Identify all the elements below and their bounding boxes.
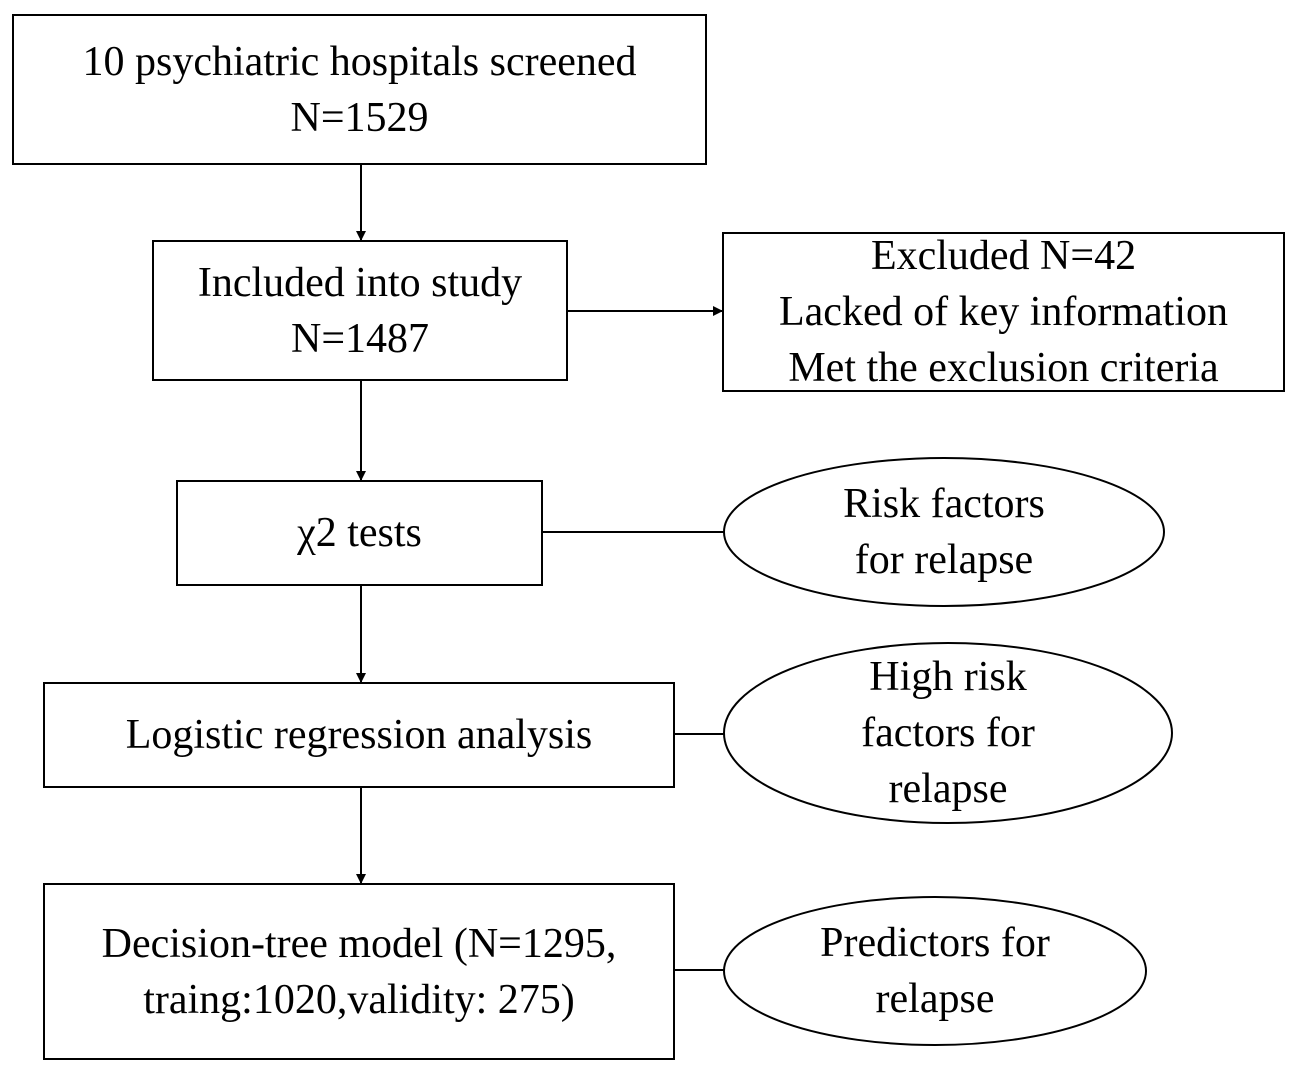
ellipse-predictors-text: Predictors for relapse bbox=[724, 897, 1146, 1045]
ellipse-high-risk-factors-text: High risk factors for relapse bbox=[724, 643, 1172, 823]
box-chi2-line1: χ2 tests bbox=[297, 510, 422, 556]
box-hospitals-screened: 10 psychiatric hospitals screened N=1529 bbox=[12, 14, 707, 165]
box-hospitals-screened-line2: N=1529 bbox=[290, 94, 429, 141]
box-excluded-line1: Excluded N=42 bbox=[870, 233, 1137, 279]
box-included-into-study: Included into study N=1487 bbox=[152, 240, 568, 381]
ellipse-high-risk-line1: High risk bbox=[869, 654, 1027, 700]
box-included-line1: Included into study bbox=[197, 259, 523, 306]
box-hospitals-screened-line1: 10 psychiatric hospitals screened bbox=[82, 38, 637, 85]
ellipse-predictors bbox=[723, 896, 1147, 1046]
box-excluded-line3: Met the exclusion criteria bbox=[788, 345, 1219, 391]
box-decision-tree-line2: traing:1020,validity: 275) bbox=[143, 976, 575, 1023]
box-excluded: Excluded N=42 Lacked of key information … bbox=[722, 232, 1285, 392]
box-excluded-line2: Lacked of key information bbox=[779, 289, 1228, 335]
ellipse-risk-line1: Risk factors bbox=[843, 481, 1045, 527]
ellipse-risk-factors-text: Risk factors for relapse bbox=[724, 458, 1164, 606]
box-logistic-regression: Logistic regression analysis bbox=[43, 682, 675, 788]
ellipse-predictors-line1: Predictors for bbox=[820, 920, 1050, 966]
ellipse-predictors-line2: relapse bbox=[875, 976, 995, 1022]
box-included-line2: N=1487 bbox=[290, 315, 430, 362]
ellipse-high-risk-factors bbox=[723, 642, 1173, 824]
box-decision-tree-model: Decision-tree model (N=1295, traing:1020… bbox=[43, 883, 675, 1060]
ellipse-high-risk-line3: relapse bbox=[888, 766, 1008, 812]
ellipse-high-risk-line2: factors for bbox=[861, 710, 1035, 756]
ellipse-risk-factors bbox=[723, 457, 1165, 607]
box-logistic-line1: Logistic regression analysis bbox=[125, 712, 593, 758]
box-chi2-tests: χ2 tests bbox=[176, 480, 543, 586]
ellipse-risk-line2: for relapse bbox=[854, 537, 1034, 583]
box-decision-tree-line1: Decision-tree model (N=1295, bbox=[101, 920, 617, 967]
